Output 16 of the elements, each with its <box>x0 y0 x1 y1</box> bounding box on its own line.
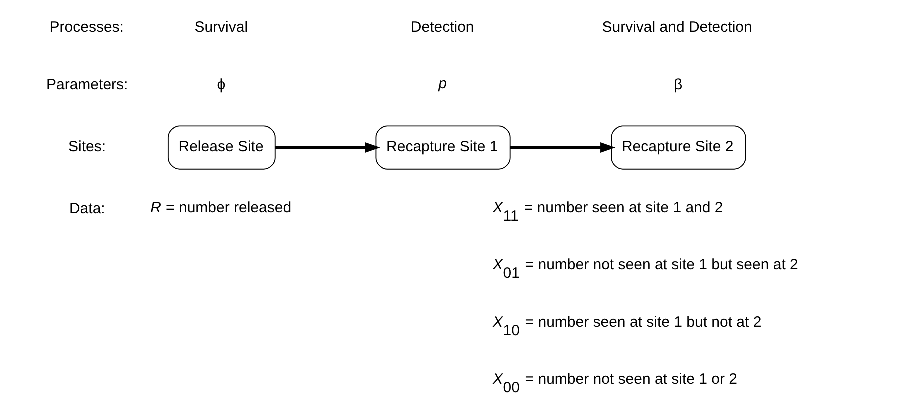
node-box: Release Site <box>167 126 276 170</box>
arrow <box>510 142 616 154</box>
label: Survival and Detection <box>602 19 752 36</box>
node-box: Recapture Site 2 <box>610 126 746 170</box>
label: β <box>674 76 682 94</box>
label: Detection <box>410 19 474 36</box>
arrow <box>275 142 380 154</box>
label: ϕ <box>216 76 226 94</box>
label: R = number released <box>150 199 292 216</box>
label: Survival <box>194 19 248 36</box>
node-box: Recapture Site 1 <box>375 126 510 170</box>
label: p <box>438 76 446 92</box>
label: Data: <box>68 200 105 218</box>
label: Sites: <box>68 138 106 156</box>
label: Processes: <box>49 19 124 36</box>
label: Parameters: <box>46 76 128 94</box>
